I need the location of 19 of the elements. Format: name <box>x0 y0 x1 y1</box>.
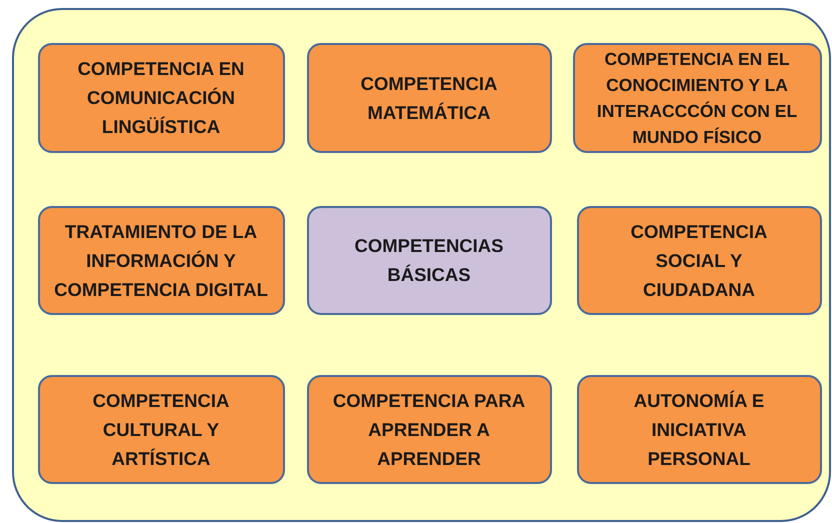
box-label: AUTONOMÍA E INICIATIVA PERSONAL <box>632 388 766 470</box>
competence-box <box>576 374 822 484</box>
box-label: COMPETENCIA SOCIAL Y CIUDADANA <box>630 220 768 302</box>
central-box <box>306 206 552 314</box>
competence-box <box>38 374 284 484</box>
box-label: COMPETENCIAS BÁSICAS <box>353 234 505 287</box>
competence-box <box>572 42 822 152</box>
box-label: TRATAMIENTO DE LA INFORMACIÓN Y COMPETENCIA DIGITAL <box>54 220 268 302</box>
box-label: COMPETENCIA EN EL CONOCIMIENTO Y LA INTERACCCÓN CON EL MUNDO FÍSICO <box>596 48 798 148</box>
competence-box <box>306 42 552 152</box>
box-label: COMPETENCIA MATEMÁTICA <box>360 72 498 124</box>
background-panel <box>12 8 831 522</box>
box-label: COMPETENCIA PARA APRENDER A APRENDER <box>332 388 526 470</box>
competence-box <box>576 206 822 314</box>
box-label: COMPETENCIA CULTURAL Y ARTÍSTICA <box>92 388 230 470</box>
box-label: COMPETENCIA EN COMUNICACIÓN LINGÜÍSTICA <box>76 57 246 139</box>
competence-box <box>306 374 552 484</box>
competence-box <box>38 206 284 314</box>
competence-box <box>38 42 284 152</box>
